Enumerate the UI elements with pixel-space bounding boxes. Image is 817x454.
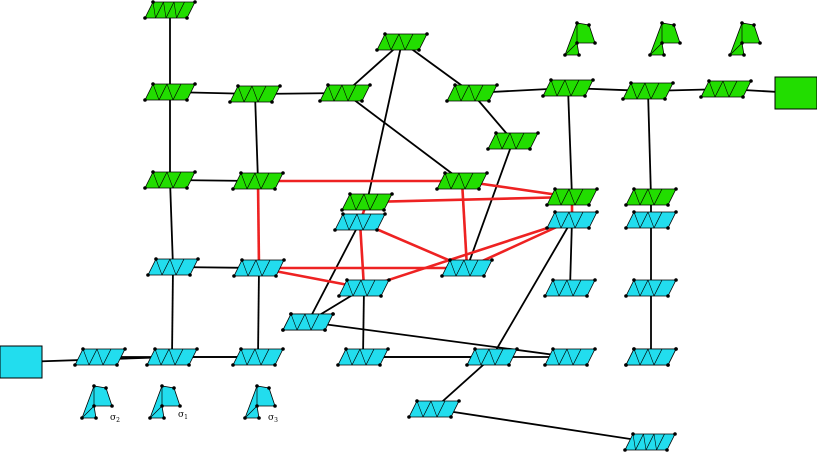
- right-endpoint-square: [774, 76, 817, 110]
- edge-c11-c15: [491, 219, 573, 358]
- node-g2: [228, 84, 282, 104]
- node-c3: [333, 212, 387, 232]
- edge-c14-c15: [569, 219, 573, 289]
- node-c7: [231, 347, 285, 367]
- labels-layer: σ2 σ1 σ3: [110, 410, 278, 424]
- node-c17: [624, 278, 678, 298]
- node-c2: [232, 258, 286, 278]
- node-c6: [145, 347, 199, 367]
- black-edges-layer: [20, 10, 797, 443]
- edge-g2-g6: [254, 93, 259, 182]
- label-sigma-1: σ1: [178, 410, 188, 421]
- edge-c12-c-bot: [433, 408, 651, 443]
- node-g-pair-m: [648, 21, 682, 57]
- node-c15: [545, 210, 599, 230]
- node-g3: [318, 83, 372, 103]
- node-c14: [543, 278, 597, 298]
- red-edge-c3-c5: [358, 221, 366, 289]
- node-c5: [337, 278, 391, 298]
- edge-g10-g13: [647, 90, 652, 198]
- edge-g5-c1: [169, 179, 174, 268]
- node-g12: [545, 187, 599, 207]
- edge-g3-g-apex: [344, 41, 403, 94]
- node-g-apex: [375, 32, 429, 52]
- node-c-l: [281, 312, 335, 332]
- edge-c11-c12: [433, 356, 493, 410]
- endpoints-layer: [0, 76, 817, 379]
- node-c11: [465, 347, 519, 367]
- node-g11: [699, 79, 753, 99]
- node-g6: [231, 171, 285, 191]
- node-g9: [541, 78, 595, 98]
- node-c12: [407, 399, 461, 419]
- edge-c5-c10: [362, 287, 365, 358]
- node-c-end: [624, 347, 678, 367]
- edge-g3-g7: [344, 92, 463, 182]
- node-c16: [624, 210, 678, 230]
- node-c-bot: [623, 432, 677, 452]
- red-edges-layer: [256, 179, 574, 290]
- edge-c-l-c3: [307, 221, 361, 323]
- nodes-layer: [73, 0, 762, 452]
- edge-g-mid-c4: [466, 140, 514, 269]
- edge-c2-c7: [257, 267, 260, 358]
- node-g8: [340, 192, 394, 212]
- node-g-top: [143, 0, 197, 20]
- red-edge-g8-g12: [366, 195, 573, 204]
- edge-g-apex-g8: [366, 41, 403, 203]
- node-c13: [543, 347, 597, 367]
- left-endpoint-square: [0, 345, 43, 379]
- red-edge-g6-c2: [256, 180, 261, 269]
- node-c-sig3: [243, 384, 277, 420]
- node-g10: [621, 81, 675, 101]
- node-g-mid: [486, 131, 540, 151]
- node-g-pair-r: [728, 21, 762, 57]
- node-c-sig1: [148, 384, 182, 420]
- node-c10: [336, 347, 390, 367]
- edge-c1-c6: [171, 266, 174, 358]
- node-g-pair-l: [563, 21, 597, 57]
- node-g7: [435, 171, 489, 191]
- edge-g9-g12: [567, 87, 573, 198]
- label-sigma-3: σ3: [268, 413, 278, 424]
- red-edge-c5-c15: [363, 218, 573, 290]
- node-c4: [440, 258, 494, 278]
- node-g1: [143, 82, 197, 102]
- node-c-sig2: [80, 384, 114, 420]
- node-g13: [624, 187, 678, 207]
- edge-c9-c13: [307, 321, 571, 358]
- node-g5: [143, 170, 197, 190]
- label-sigma-2: σ2: [110, 413, 120, 424]
- node-c1: [146, 257, 200, 277]
- edge-g-apex-g4: [401, 41, 473, 94]
- node-g4: [445, 83, 499, 103]
- node-c8: [73, 347, 127, 367]
